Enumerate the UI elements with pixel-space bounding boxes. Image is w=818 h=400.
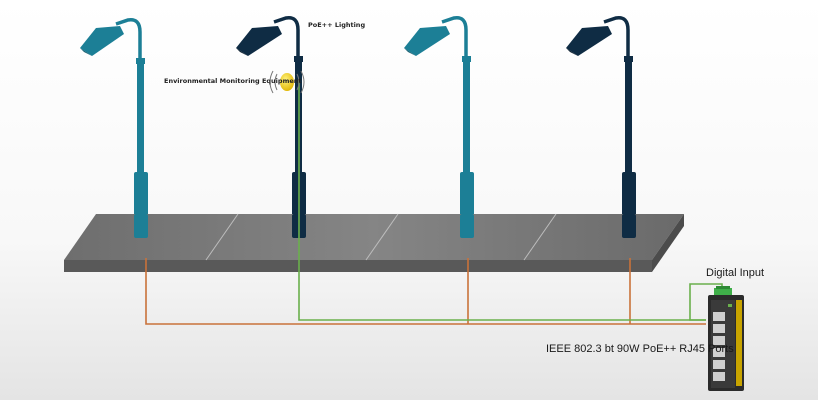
sidewalk [64, 213, 684, 272]
cable-orange-1 [145, 258, 706, 325]
digital-input-label: Digital Input [706, 267, 764, 279]
sidewalk-joint [523, 213, 557, 261]
lamp-head [404, 26, 450, 56]
sidewalk-joint [365, 213, 399, 261]
lamp-arm [603, 16, 630, 200]
lamp-arm [273, 16, 300, 200]
status-led [728, 304, 732, 307]
rj45-port [713, 360, 725, 369]
lamp-head [80, 26, 124, 56]
sensor-body [280, 73, 294, 91]
brand-strip [736, 300, 742, 386]
sensor-icon [269, 70, 305, 94]
env-monitoring-label: Environmental Monitoring Equipment [164, 77, 301, 85]
pole-ring [294, 56, 303, 62]
rj45-port [713, 312, 725, 321]
pole-foot [460, 214, 474, 238]
sidewalk-top [64, 214, 684, 260]
lamp-arm [441, 16, 468, 200]
cable-green-2 [298, 80, 706, 321]
pole-upper [137, 64, 144, 174]
lamp-head [566, 26, 612, 56]
sidewalk-side [652, 214, 684, 272]
pole-foot [134, 214, 148, 238]
pole-ring [624, 56, 633, 62]
wireless-signal-icon [269, 70, 278, 94]
terminal-screws [716, 286, 730, 289]
pole-ring [136, 58, 145, 64]
pole-upper [625, 62, 632, 174]
rj45-port [713, 324, 725, 333]
industrial-switch-icon [708, 286, 744, 391]
rj45-port [713, 348, 725, 357]
pole-ring [462, 56, 471, 62]
sidewalk-joint [205, 213, 239, 261]
poe-lighting-label: PoE++ Lighting [308, 21, 365, 29]
cables [145, 80, 723, 325]
rj45-port [713, 372, 725, 381]
rj45-port [713, 336, 725, 345]
lamp-arm [115, 18, 142, 200]
wireless-signal-icon [296, 70, 305, 94]
lamp-head [236, 26, 282, 56]
pole-foot [622, 214, 636, 238]
sidewalk-front [64, 260, 652, 272]
pole-upper [463, 62, 470, 174]
ports-label: IEEE 802.3 bt 90W PoE++ RJ45 Ports [546, 343, 734, 355]
terminal-block [714, 288, 732, 296]
